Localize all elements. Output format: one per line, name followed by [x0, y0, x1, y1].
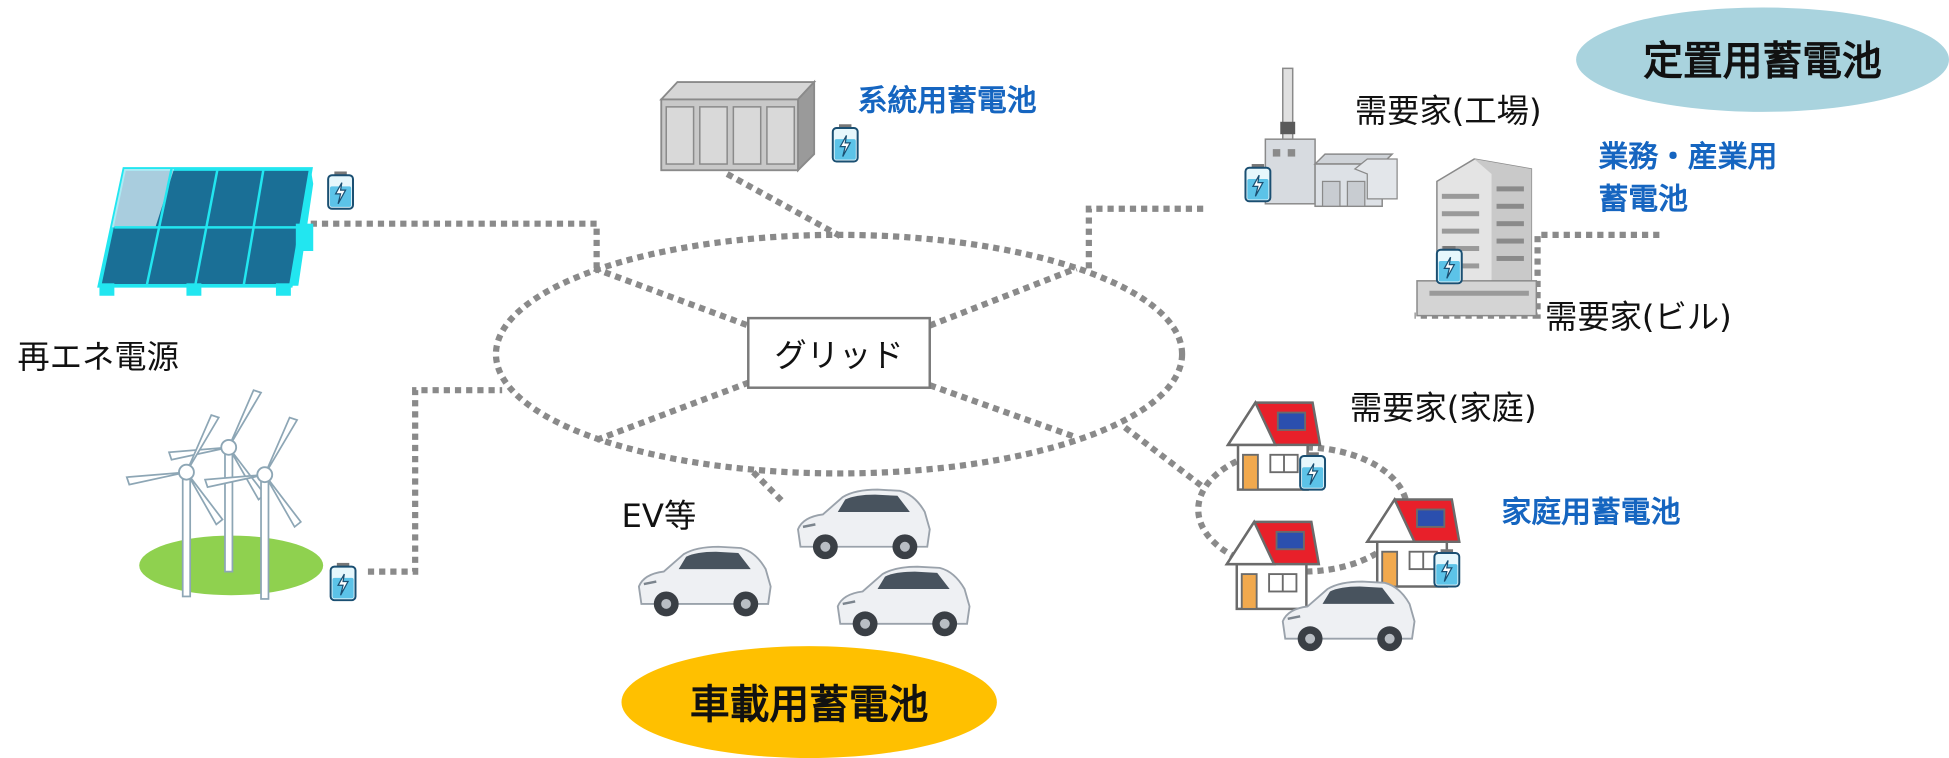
ev-label: EV等 [621, 497, 696, 535]
onboard-battery-label: 車載用蓄電池 [690, 682, 929, 728]
solar-connector [310, 220, 600, 269]
onboard-battery-badge [621, 646, 997, 758]
building-connector [1414, 231, 1660, 319]
wind-turbine-icon [125, 389, 324, 600]
battery-icon [1299, 451, 1327, 491]
electric-car-icon [796, 488, 931, 561]
electric-car-icon [637, 545, 772, 618]
server-rack-icon [659, 79, 817, 173]
household-connector [1123, 424, 1206, 490]
factory-label: 需要家(工場) [1355, 92, 1542, 130]
grid-spoke-ne [928, 265, 1078, 329]
grid-label: グリッド [774, 337, 903, 375]
office-building-icon [1416, 158, 1538, 317]
battery-icon [1435, 245, 1463, 285]
grid-spoke-nw [593, 265, 750, 329]
grid-spoke-se [928, 382, 1078, 441]
battery-icon [1433, 548, 1461, 588]
solar-panel-icon [97, 167, 314, 296]
grid-battery-label: 系統用蓄電池 [858, 84, 1037, 119]
renewable-label: 再エネ電源 [17, 338, 179, 376]
factory-icon [1264, 67, 1398, 208]
battery-icon [327, 170, 355, 210]
wind-connector [367, 387, 503, 575]
building-label: 需要家(ビル) [1545, 298, 1732, 336]
business-battery-label-line1: 業務・産業用 [1598, 140, 1777, 175]
electric-car-icon [836, 565, 971, 638]
factory-connector [1085, 205, 1204, 271]
grid-node [747, 316, 931, 389]
grid-battery-connector [725, 171, 842, 239]
stationary-battery-badge [1576, 7, 1949, 112]
grid-spoke-sw [595, 379, 750, 443]
ev-connector [751, 470, 787, 506]
household-label: 需要家(家庭) [1350, 389, 1537, 427]
battery-icon [329, 561, 357, 602]
home-battery-label: 家庭用蓄電池 [1502, 495, 1681, 530]
battery-icon [1244, 163, 1272, 203]
stationary-battery-label: 定置用蓄電池 [1643, 39, 1882, 85]
battery-icon [831, 123, 859, 163]
house-icon [1225, 520, 1321, 611]
business-battery-label-line2: 蓄電池 [1598, 182, 1688, 217]
